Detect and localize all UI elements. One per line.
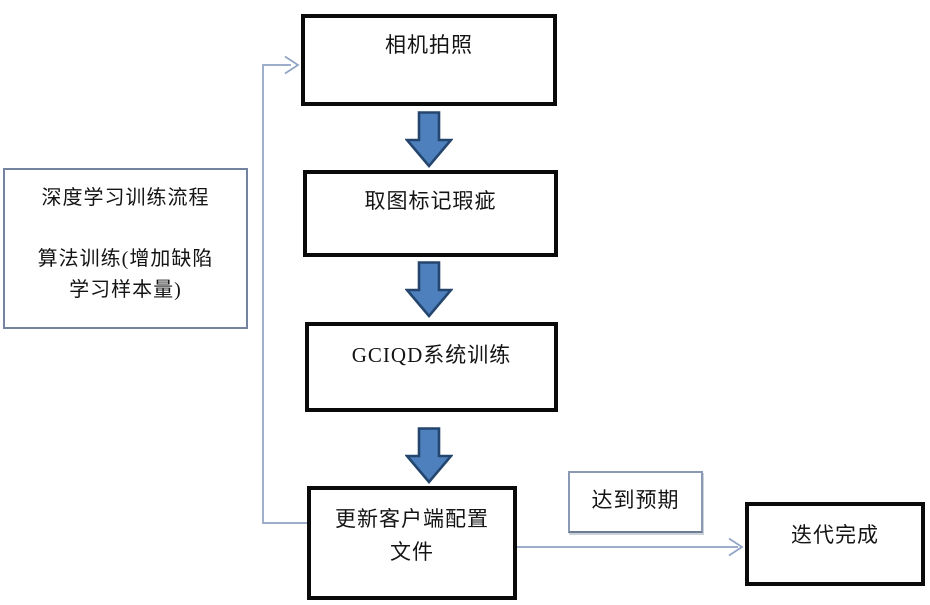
node-update-client-config: 更新客户端配置 文件	[307, 486, 517, 600]
info-line-2: 算法训练(增加缺陷	[37, 248, 214, 270]
node-label: 迭代完成	[791, 523, 879, 547]
node-gciqd-system-training: GCIQD系统训练	[305, 322, 558, 412]
node-label-line-2: 文件	[390, 540, 434, 564]
block-down-arrow-icon	[405, 427, 453, 484]
edge-label-text: 达到预期	[591, 488, 680, 512]
node-label-line-1: 更新客户端配置	[335, 507, 489, 531]
node-label: 相机拍照	[385, 33, 473, 57]
block-down-arrow-icon	[405, 111, 453, 168]
chevron-right-icon	[728, 537, 744, 557]
block-down-arrow-icon	[405, 261, 453, 318]
node-iteration-complete: 迭代完成	[745, 502, 925, 586]
info-line-3: 学习样本量)	[69, 279, 182, 301]
chevron-right-icon	[284, 55, 300, 75]
node-label: 取图标记瑕疵	[364, 189, 497, 213]
info-line-1: 深度学习训练流程	[41, 187, 210, 209]
edge-label-expectation-met: 达到预期	[568, 471, 703, 533]
info-gap	[5, 214, 246, 244]
node-mark-defects: 取图标记瑕疵	[303, 170, 558, 257]
info-box-training-process: 深度学习训练流程 算法训练(增加缺陷 学习样本量)	[3, 168, 248, 329]
feedback-connector	[262, 64, 307, 524]
node-camera-capture: 相机拍照	[301, 14, 557, 106]
node-label: GCIQD系统训练	[351, 343, 512, 367]
